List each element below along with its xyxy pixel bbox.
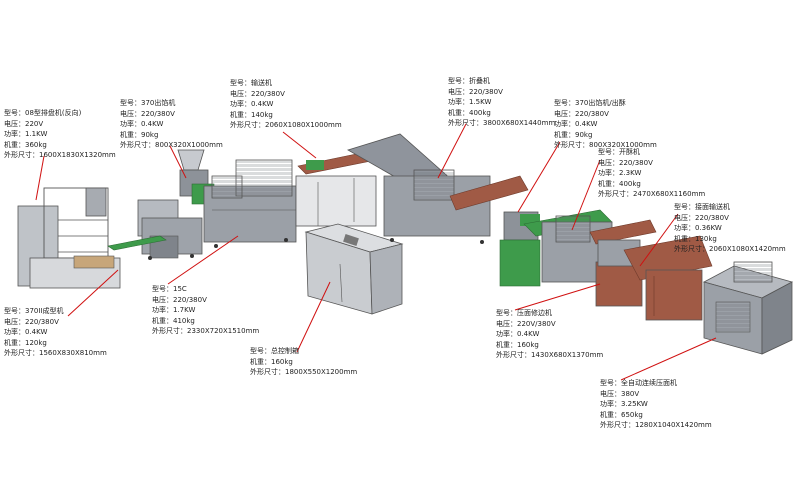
callout-line: 机重：120kg xyxy=(4,338,47,347)
callout-line: 型号：15C xyxy=(152,285,187,293)
callout-line: 型号：折叠机 xyxy=(448,77,490,85)
callout-trimmer: 型号：压面修边机 电压：220V/380V 功率：0.4KW 机重：160kg … xyxy=(496,308,603,361)
callout-crisp: 型号：开酥机 电压：220/380V 功率：2.3KW 机重：400kg 外形尺… xyxy=(598,147,705,200)
machine-15c xyxy=(203,159,297,248)
callout-line: 外形尺寸：2060X1080X1000mm xyxy=(230,121,342,129)
callout-line: 机重：400kg xyxy=(598,179,641,188)
callout-line: 外形尺寸：800X320X1000mm xyxy=(120,141,223,149)
callout-line: 功率：0.4KW xyxy=(120,120,164,128)
callout-line: 电压：220/380V xyxy=(554,109,609,118)
callout-line: 外形尺寸：2470X680X1160mm xyxy=(598,190,706,198)
callout-line: 电压：220/380V xyxy=(598,158,653,167)
callout-line: 电压：220V/380V xyxy=(496,319,556,328)
callout-control-box: 型号：总控制箱 机重：160kg 外形尺寸：1800X550X1200mm xyxy=(250,346,357,378)
callout-line: 功率：0.4KW xyxy=(230,100,274,108)
callout-line: 电压：380V xyxy=(600,389,640,398)
callout-transfer: 型号：接面输送机 电压：220/380V 功率：0.36KW 机重：130kg … xyxy=(674,202,786,255)
callout-line: 电压：220/380V xyxy=(230,89,285,98)
forming-machine xyxy=(107,199,203,260)
callout-line: 型号：总控制箱 xyxy=(250,347,299,355)
callout-line: 型号：全自动连续压面机 xyxy=(600,379,677,387)
callout-line: 功率：0.36KW xyxy=(674,224,722,232)
callout-line: 电压：220/380V xyxy=(448,87,503,96)
callout-line: 功率：1.1KW xyxy=(4,130,48,138)
callout-line: 机重：160kg xyxy=(250,357,293,366)
callout-line: 外形尺寸：1430X680X1370mm xyxy=(496,351,604,359)
callout-line: 功率：3.25KW xyxy=(600,400,648,408)
callout-line: 外形尺寸：800X320X1000mm xyxy=(554,141,657,149)
callout-line: 外形尺寸：1560X830X810mm xyxy=(4,349,107,357)
callout-line: 型号：压面修边机 xyxy=(496,309,552,317)
callout-line: 功率：0.4KW xyxy=(4,328,48,336)
callout-line: 机重：410kg xyxy=(152,316,195,325)
callout-press: 型号：全自动连续压面机 电压：380V 功率：3.25KW 机重：650kg 外… xyxy=(600,378,712,431)
callout-filler-1: 型号：370出馅机 电压：220/380V 功率：0.4KW 机重：90kg 外… xyxy=(120,98,223,151)
callout-line: 电压：220/380V xyxy=(4,317,59,326)
callout-line: 功率：1.7KW xyxy=(152,306,196,314)
callout-stacker: 型号：08型排盘机(反向) 电压：220V 功率：1.1KW 机重：360kg … xyxy=(4,108,116,161)
callout-line: 功率：0.4KW xyxy=(554,120,598,128)
callout-line: 电压：220V xyxy=(4,119,44,128)
callout-line: 外形尺寸：2060X1080X1420mm xyxy=(674,245,786,253)
callout-line: 机重：400kg xyxy=(448,108,491,117)
callout-line: 机重：140kg xyxy=(230,110,273,119)
control-cabinet xyxy=(304,223,404,315)
callout-line: 机重：160kg xyxy=(496,340,539,349)
filler-machine-2 xyxy=(499,211,541,287)
folding-machine xyxy=(346,133,529,244)
leader-lines xyxy=(35,123,717,381)
callout-line: 型号：370出馅机 xyxy=(120,99,176,107)
callout-line: 外形尺寸：1600X1830X1320mm xyxy=(4,151,116,159)
callout-line: 电压：220/380V xyxy=(152,295,207,304)
continuous-sheeter xyxy=(702,261,794,355)
callout-line: 机重：90kg xyxy=(554,130,593,139)
callout-line: 型号：输送机 xyxy=(230,79,272,87)
callout-line: 机重：130kg xyxy=(674,234,717,243)
transfer-conveyor xyxy=(623,235,713,321)
callout-filler-2: 型号：370出馅机/出酥 电压：220/380V 功率：0.4KW 机重：90k… xyxy=(554,98,657,151)
callout-line: 型号：开酥机 xyxy=(598,148,640,156)
callout-line: 外形尺寸：1280X1040X1420mm xyxy=(600,421,712,429)
callout-line: 电压：220/380V xyxy=(674,213,729,222)
callout-line: 机重：650kg xyxy=(600,410,643,419)
callout-folder: 型号：折叠机 电压：220/380V 功率：1.5KW 机重：400kg 外形尺… xyxy=(448,76,555,129)
callout-line: 外形尺寸：1800X550X1200mm xyxy=(250,368,358,376)
callout-line: 功率：2.3KW xyxy=(598,169,642,177)
callout-line: 型号：370II成型机 xyxy=(4,307,64,315)
callout-line: 功率：1.5KW xyxy=(448,98,492,106)
callout-line: 外形尺寸：2330X720X1510mm xyxy=(152,327,260,335)
callout-line: 型号：接面输送机 xyxy=(674,203,730,211)
stacker-machine xyxy=(17,187,121,289)
callout-line: 外形尺寸：3800X680X1440mm xyxy=(448,119,556,127)
callout-line: 功率：0.4KW xyxy=(496,330,540,338)
callout-line: 机重：360kg xyxy=(4,140,47,149)
callout-forming: 型号：370II成型机 电压：220/380V 功率：0.4KW 机重：120k… xyxy=(4,306,107,359)
callout-line: 机重：90kg xyxy=(120,130,159,139)
callout-line: 型号：08型排盘机(反向) xyxy=(4,109,82,117)
callout-15c: 型号：15C 电压：220/380V 功率：1.7KW 机重：410kg 外形尺… xyxy=(152,284,259,337)
callout-line: 电压：220/380V xyxy=(120,109,175,118)
callout-conveyor: 型号：输送机 电压：220/380V 功率：0.4KW 机重：140kg 外形尺… xyxy=(230,78,342,131)
callout-line: 型号：370出馅机/出酥 xyxy=(554,99,626,107)
